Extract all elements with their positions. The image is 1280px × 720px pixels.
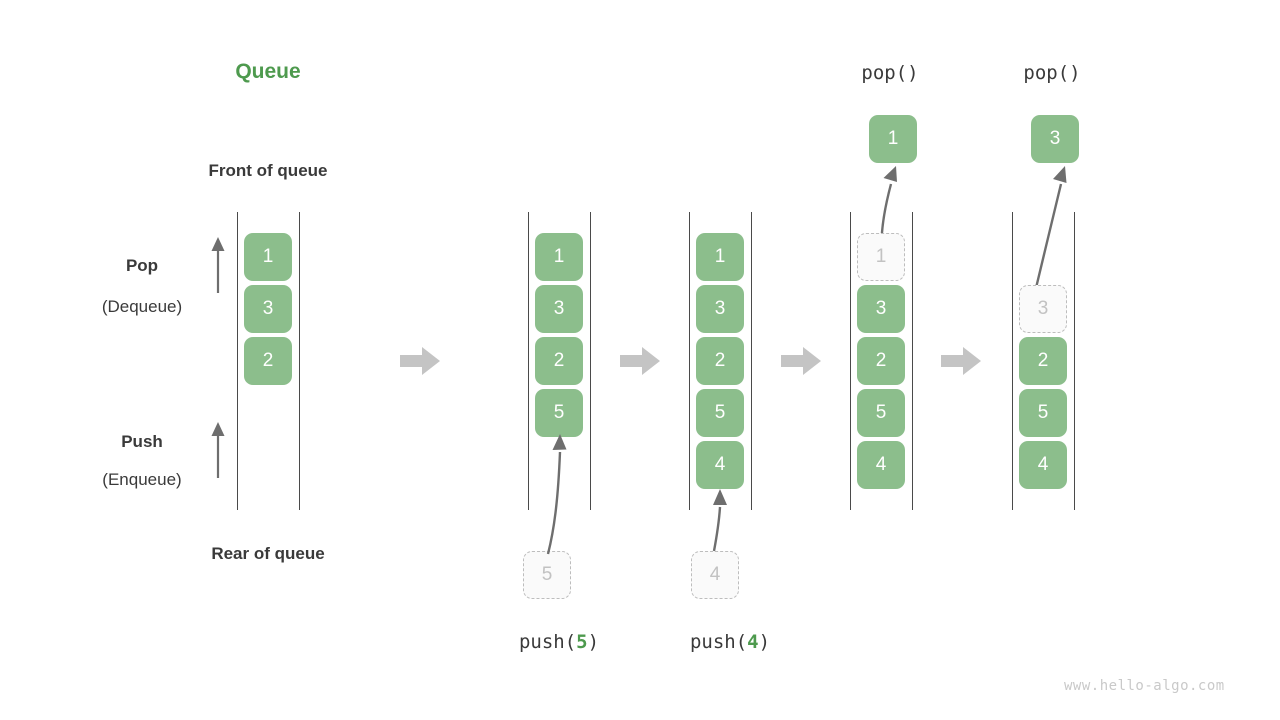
queue-cell: 1 (696, 233, 744, 281)
pop-3-op-label: pop() (1023, 62, 1081, 84)
queue-cell: 3 (857, 285, 905, 333)
push-5-caption: push(5) (479, 631, 639, 653)
queue-cell-ghost: 3 (1019, 285, 1067, 333)
push-label: Push (121, 432, 163, 451)
rear-of-queue-label: Rear of queue (211, 544, 325, 563)
queue-cell: 3 (244, 285, 292, 333)
queue-cell-ghost: 1 (857, 233, 905, 281)
transition-arrow-icon (941, 346, 981, 376)
pop-label: Pop (125, 256, 159, 275)
queue-cell: 1 (535, 233, 583, 281)
transition-arrow-icon (781, 346, 821, 376)
queue-rail-right-step3 (751, 212, 752, 510)
incoming-ghost-cell: 5 (523, 551, 571, 599)
push-5-fn: push( (518, 631, 577, 653)
queue-rail-left-step4 (850, 212, 851, 510)
queue-rail-left-step3 (689, 212, 690, 510)
pop-sublabel: (Dequeue) (101, 297, 183, 316)
push-4-fn: push( (689, 631, 748, 653)
push-5-close: ) (587, 631, 600, 653)
queue-rail-left-step1 (237, 212, 238, 510)
queue-rail-left-step2 (528, 212, 529, 510)
push-4-close: ) (758, 631, 771, 653)
push-sublabel: (Enqueue) (102, 470, 182, 489)
push-4-arg: 4 (747, 631, 759, 653)
transition-arrow-icon (400, 346, 440, 376)
queue-rail-left-step5 (1012, 212, 1013, 510)
queue-rail-right-step4 (912, 212, 913, 510)
popped-cell: 1 (869, 115, 917, 163)
queue-cell: 5 (535, 389, 583, 437)
queue-cell: 4 (1019, 441, 1067, 489)
pop-direction-arrow-icon (211, 237, 225, 293)
queue-cell: 4 (857, 441, 905, 489)
push-direction-arrow-icon (211, 422, 225, 478)
queue-cell: 2 (535, 337, 583, 385)
queue-rail-right-step2 (590, 212, 591, 510)
queue-cell: 5 (1019, 389, 1067, 437)
queue-cell: 1 (244, 233, 292, 281)
queue-cell: 3 (535, 285, 583, 333)
queue-cell: 4 (696, 441, 744, 489)
incoming-ghost-cell: 4 (691, 551, 739, 599)
push-4-caption: push(4) (650, 631, 810, 653)
queue-rail-right-step5 (1074, 212, 1075, 510)
pop-1-op-label: pop() (861, 62, 919, 84)
queue-cell: 2 (696, 337, 744, 385)
queue-cell: 5 (696, 389, 744, 437)
transition-arrow-icon (620, 346, 660, 376)
front-of-queue-label: Front of queue (208, 161, 328, 180)
popped-cell: 3 (1031, 115, 1079, 163)
queue-cell: 2 (1019, 337, 1067, 385)
push-5-arg: 5 (576, 631, 588, 653)
queue-cell: 2 (244, 337, 292, 385)
queue-cell: 2 (857, 337, 905, 385)
watermark: www.hello-algo.com (1064, 678, 1225, 694)
queue-cell: 5 (857, 389, 905, 437)
push-4-arrow-icon (712, 489, 727, 552)
pop-3-arrow-icon (1034, 166, 1067, 289)
queue-rail-right-step1 (299, 212, 300, 510)
push-5-arrow-icon (546, 434, 567, 555)
page-title: Queue (235, 60, 301, 83)
queue-cell: 3 (696, 285, 744, 333)
